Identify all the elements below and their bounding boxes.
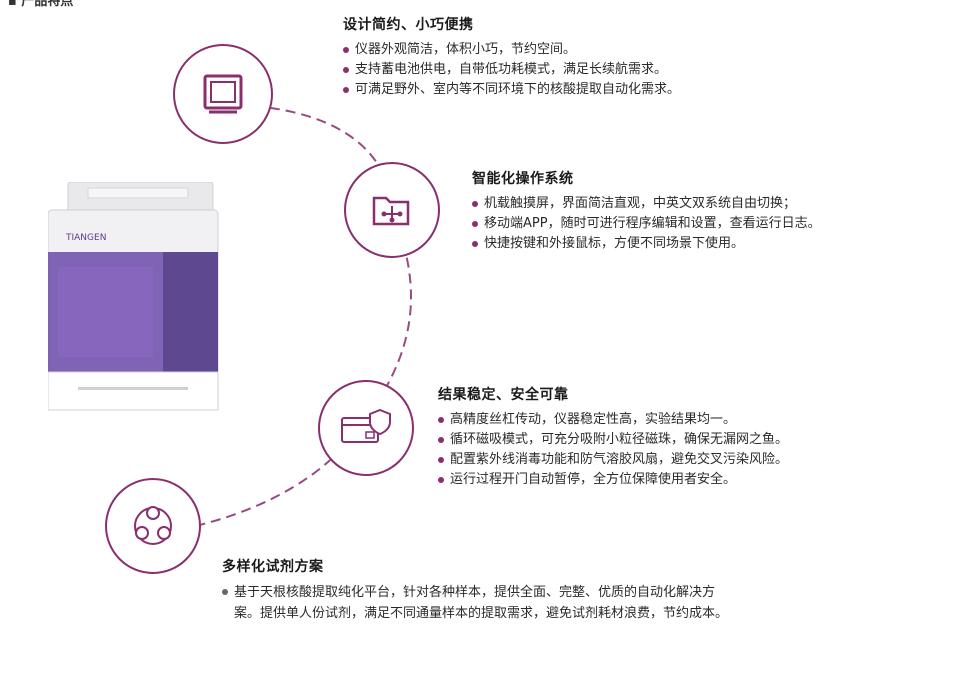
three-circles-icon [134, 506, 172, 545]
circle-stable-safe [318, 380, 414, 476]
section-smart-os: 智能化操作系统 机载触摸屏，界面简洁直观，中英文双系统自由切换； 移动端APP，… [472, 168, 821, 254]
circle-design [173, 44, 273, 144]
bullet: 可满足野外、室内等不同环境下的核酸提取自动化需求。 [343, 80, 680, 100]
section-title: 多样化试剂方案 [222, 559, 324, 575]
instrument-icon: TIANGEN [48, 182, 219, 411]
bullet: 移动端APP，随时可进行程序编辑和设置，查看运行日志。 [472, 214, 821, 234]
shield-card-icon [341, 408, 391, 443]
bullet: 配置紫外线消毒功能和防气溶胶风扇，避免交叉污染风险。 [438, 450, 788, 470]
circle-reagent [105, 478, 201, 574]
bullet: 运行过程开门自动暂停，全方位保障使用者安全。 [438, 470, 788, 490]
bullet: 仪器外观简洁，体积小巧，节约空间。 [343, 40, 680, 60]
section-title: 设计简约、小巧便携 [343, 17, 474, 33]
bullet: 快捷按键和外接鼠标，方便不同场景下使用。 [472, 234, 821, 254]
section-stable-safe: 结果稳定、安全可靠 高精度丝杠传动，仪器稳定性高，实验结果均一。 循环磁吸模式，… [438, 384, 788, 490]
section-design: 设计简约、小巧便携 仪器外观简洁，体积小巧，节约空间。 支持蓄电池供电，自带低功… [343, 14, 680, 100]
bullet: 支持蓄电池供电，自带低功耗模式，满足长续航需求。 [343, 60, 680, 80]
bullet: 机载触摸屏，界面简洁直观，中英文双系统自由切换； [472, 194, 821, 214]
section-title: 智能化操作系统 [472, 171, 574, 187]
monitor-icon [203, 74, 243, 114]
circle-smart-os [344, 162, 440, 258]
section-reagent: 多样化试剂方案 基于天根核酸提取纯化平台，针对各种样本，提供全面、完整、优质的自… [222, 556, 734, 624]
cropped-header-fragment: ▪ 产品特点 [8, 0, 74, 9]
section-title: 结果稳定、安全可靠 [438, 387, 569, 403]
bullet: 高精度丝杠传动，仪器稳定性高，实验结果均一。 [438, 410, 788, 430]
bullet: 基于天根核酸提取纯化平台，针对各种样本，提供全面、完整、优质的自动化解决方案。提… [222, 582, 734, 624]
folder-network-icon [372, 196, 410, 226]
brand-logo: TIANGEN [65, 233, 106, 243]
bullet: 循环磁吸模式，可充分吸附小粒径磁珠，确保无漏网之鱼。 [438, 430, 788, 450]
